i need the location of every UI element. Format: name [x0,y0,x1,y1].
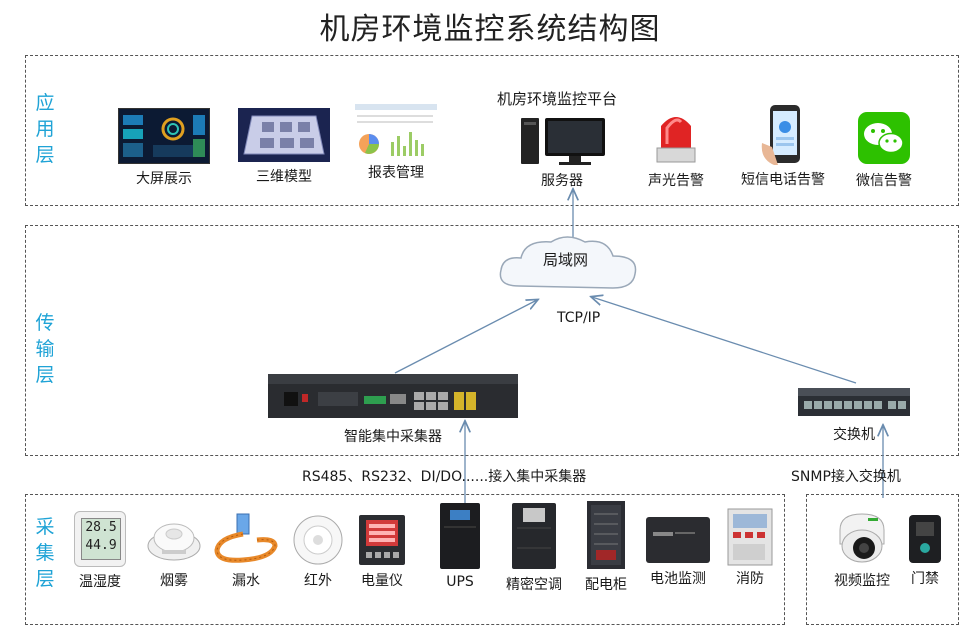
infrared-detector: 红外 [288,514,348,590]
3d-model-label: 三维模型 [256,169,312,185]
big-screen-label: 大屏展示 [136,171,192,187]
sms-phone-alarm: 短信电话告警 [730,103,836,189]
collector-access-note: RS485、RS232、DI/DO......接入集中采集器 [302,469,587,485]
switch-label: 交换机 [833,427,875,443]
water-leak-cable-icon [209,512,283,566]
temperature-humidity-sensor: 28.5 44.9 温湿度 [70,511,130,591]
alarm-light-label: 声光告警 [648,173,704,189]
server-label: 服务器 [541,173,583,189]
collection-layer-label: 采集层 [35,516,55,590]
wechat-icon [858,112,910,166]
collection-layer-box [25,494,785,625]
diagram-title: 机房环境监控系统结构图 [319,12,661,47]
application-layer-label: 应用层 [35,92,55,166]
battery-monitor: 电池监测 [640,516,716,588]
battery-monitor-label: 电池监测 [650,571,706,587]
dashboard-screen-icon [118,108,210,164]
wechat-alarm-label: 微信告警 [856,173,912,189]
phone-icon [758,103,808,167]
infrared-label: 红外 [304,573,332,589]
phone-alarm-label: 短信电话告警 [741,172,825,188]
temperature-value: 28.5 [85,520,117,535]
thermo-hygrometer-icon: 28.5 44.9 [74,511,126,567]
lan-cloud: 局域网 [495,232,643,294]
smart-collector: 智能集中采集器 [268,374,518,446]
ups-icon [438,502,482,570]
ups-label: UPS [446,574,474,590]
report-management: 报表管理 [344,102,448,182]
video-surveillance-label: 视频监控 [834,573,890,589]
application-layer-box [25,55,959,206]
humidity-value: 44.9 [85,538,117,553]
fire-control: 消防 [722,508,778,588]
collector-device-icon [268,374,518,420]
battery-monitor-icon [645,516,711,564]
camera-icon [834,510,890,566]
precision-ac-label: 精密空调 [506,577,562,593]
fire-control-label: 消防 [736,571,764,587]
ups: UPS [430,502,490,590]
platform-title: 机房环境监控平台 [497,90,618,108]
report-label: 报表管理 [368,165,424,181]
server-pc-icon [517,112,607,166]
video-surveillance: 视频监控 [828,510,896,590]
sound-light-alarm: 声光告警 [636,108,716,190]
smoke-label: 烟雾 [160,573,188,589]
big-screen-display: 大屏展示 [112,108,216,188]
precision-air-conditioner: 精密空调 [497,502,571,594]
smoke-detector: 烟雾 [142,516,206,590]
distribution-cabinet-icon [586,500,626,570]
transport-layer-label: 传输层 [35,312,55,386]
water-leak-label: 漏水 [232,573,260,589]
access-control-label: 门禁 [911,571,939,587]
switch-icon [798,388,910,418]
power-meter: 电量仪 [350,514,414,590]
collector-label: 智能集中采集器 [344,429,442,445]
server: 服务器 [512,112,612,190]
water-leak-sensor: 漏水 [208,512,284,590]
collector-to-lan-line [394,300,537,374]
thermo-display: 28.5 44.9 [81,518,121,560]
protocol-label: TCP/IP [557,310,601,326]
cloud-icon [495,232,643,294]
transport-layer-box [25,225,959,456]
infrared-detector-icon [292,514,344,566]
smoke-detector-icon [146,516,202,566]
3d-model-icon [238,108,330,162]
switch-access-note: SNMP接入交换机 [791,469,901,485]
distribution-cabinet: 配电柜 [576,500,636,594]
power-meter-label: 电量仪 [361,573,403,589]
thermo-label: 温湿度 [79,574,121,590]
access-control-icon [908,514,942,564]
switch-to-lan-line [592,297,857,384]
report-icon [353,102,439,160]
power-meter-icon [358,514,406,566]
distribution-cabinet-label: 配电柜 [585,577,627,593]
wechat-alarm: 微信告警 [844,112,924,190]
fire-panel-icon [727,508,773,566]
alarm-light-icon [651,108,701,166]
access-control: 门禁 [900,514,950,588]
network-switch: 交换机 [796,388,912,444]
3d-model: 三维模型 [232,108,336,186]
precision-ac-icon [511,502,557,570]
lan-label: 局域网 [543,251,589,269]
